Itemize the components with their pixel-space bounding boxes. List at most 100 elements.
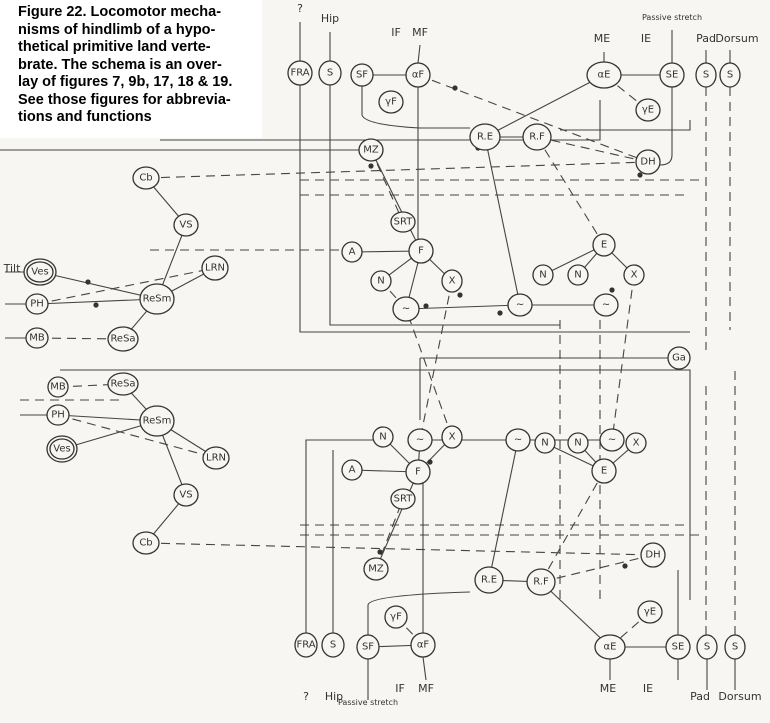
node-circle (132, 531, 160, 555)
node-t-lrn: LRN (201, 255, 229, 281)
node-b-af: αF (410, 632, 436, 658)
node-circle (505, 428, 531, 452)
node-label: MZ (363, 145, 379, 156)
node-t-n2: N (532, 264, 554, 286)
node-label: γE (642, 105, 654, 116)
node-label: S (327, 68, 333, 79)
node-b-ae: αE (594, 634, 626, 660)
node-circle (173, 483, 199, 507)
connection (36, 267, 216, 305)
node-circle (287, 60, 313, 86)
node-label: E (601, 466, 607, 477)
caption-line: See those figures for abbrevia- (18, 91, 231, 108)
node-circle (599, 428, 625, 452)
connection (484, 136, 521, 306)
node-b-n1: N (372, 426, 394, 448)
figure-caption: Figure 22. Locomotor mecha-nisms of hind… (0, 0, 262, 138)
inhibitory-synapse-dot (609, 287, 615, 293)
node-b-osc1: ~ (407, 428, 433, 452)
node-circle (350, 63, 374, 87)
node-label: FRA (296, 640, 315, 651)
node-circle (341, 241, 363, 263)
node-label: LRN (205, 263, 225, 274)
caption-line: nisms of hindlimb of a hypo- (18, 21, 216, 38)
node-circle (405, 459, 431, 485)
node-circle (695, 62, 717, 88)
inhibitory-synapse-dot (497, 310, 503, 316)
node-circle (594, 634, 626, 660)
node-b-lrn: LRN (202, 446, 230, 470)
connection (375, 471, 419, 570)
node-label: Ves (31, 267, 48, 278)
connection (370, 149, 422, 252)
node-label: R.E (481, 575, 497, 586)
connection (305, 439, 380, 633)
node-circle (567, 264, 589, 286)
node-label: E (601, 240, 607, 251)
node-label: SF (356, 70, 368, 81)
node-label: VS (179, 220, 192, 231)
node-t-cb: Cb (132, 166, 160, 190)
node-t-s-dorsum: S (719, 62, 741, 88)
node-circle (637, 600, 663, 624)
node-t-s-pad: S (695, 62, 717, 88)
node-circle (356, 634, 380, 660)
node-label: R.F (533, 577, 549, 588)
connection (419, 280, 453, 441)
inhibitory-synapse-dot (93, 302, 99, 308)
node-label: F (415, 467, 421, 478)
connection (367, 591, 471, 635)
node-circle (667, 346, 691, 370)
node-t-ph: PH (25, 293, 49, 315)
node-circle (592, 233, 616, 257)
node-circle (201, 255, 229, 281)
node-label: X (633, 438, 640, 449)
node-circle (719, 62, 741, 88)
connection (329, 85, 560, 326)
node-label: αE (604, 642, 617, 653)
node-ga: Ga (667, 346, 691, 370)
node-b-n2: N (534, 432, 556, 454)
node-circle (384, 605, 408, 629)
input-label-b-passive: Passive stretch (338, 698, 398, 707)
node-circle (507, 293, 533, 317)
node-circle (25, 327, 49, 349)
node-t-fra: FRA (287, 60, 313, 86)
node-circle (441, 269, 463, 293)
node-label: PH (51, 410, 65, 421)
node-circle (469, 123, 501, 151)
node-t-vs: VS (173, 213, 199, 237)
node-b-cb: Cb (132, 531, 160, 555)
connection (145, 161, 649, 179)
input-label-b-if: IF (395, 682, 405, 695)
node-circle (46, 404, 70, 426)
node-b-s-dorsum: S (724, 634, 746, 660)
node-circle (591, 458, 617, 484)
connection (370, 149, 404, 223)
input-label-b-me: ME (600, 682, 616, 695)
node-circle (567, 432, 589, 454)
node-label: N (574, 438, 581, 449)
node-t-ves: Ves (23, 258, 57, 286)
node-label: ReSm (143, 416, 172, 427)
node-label: MB (29, 333, 45, 344)
inhibitory-synapse-dot (637, 172, 643, 178)
inhibitory-synapse-dot (622, 563, 628, 569)
node-b-mz: MZ (363, 557, 389, 581)
caption-line: brate. The schema is an over- (18, 56, 222, 73)
node-circle (441, 425, 463, 449)
input-label-t-if: IF (391, 26, 401, 39)
node-circle (696, 634, 718, 660)
input-label-t-ie: IE (641, 32, 651, 45)
node-t-x2: X (623, 264, 645, 286)
node-b-osc3: ~ (599, 428, 625, 452)
connection (540, 554, 654, 583)
connection (60, 369, 691, 600)
node-label: SE (666, 70, 679, 81)
node-label: ~ (516, 300, 524, 311)
node-circle (724, 634, 746, 660)
node-b-ves: Ves (46, 435, 78, 463)
node-label: ReSa (110, 379, 135, 390)
node-circle (358, 138, 384, 162)
